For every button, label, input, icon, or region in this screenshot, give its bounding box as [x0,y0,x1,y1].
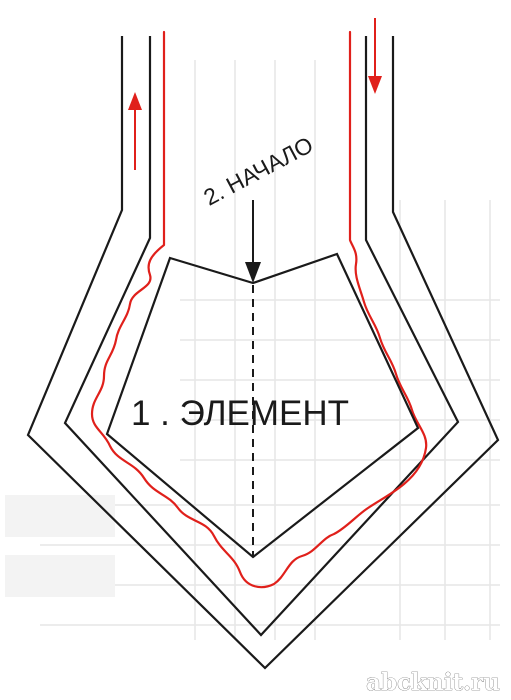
show-through-block [5,495,115,537]
start-label: 2. НАЧАЛО [199,131,317,210]
arrow-up-icon [128,92,142,170]
site-watermark: abcknit.ru [366,669,500,696]
background-grid [40,60,500,640]
stitch-path [90,30,428,589]
outer-outline [26,36,500,670]
inner-outline [63,36,460,637]
arrow-down-icon [368,18,382,94]
show-through-block [5,555,115,597]
start-arrow-head-icon [245,262,261,283]
element-label: 1 . ЭЛЕМЕНТ [131,394,349,433]
